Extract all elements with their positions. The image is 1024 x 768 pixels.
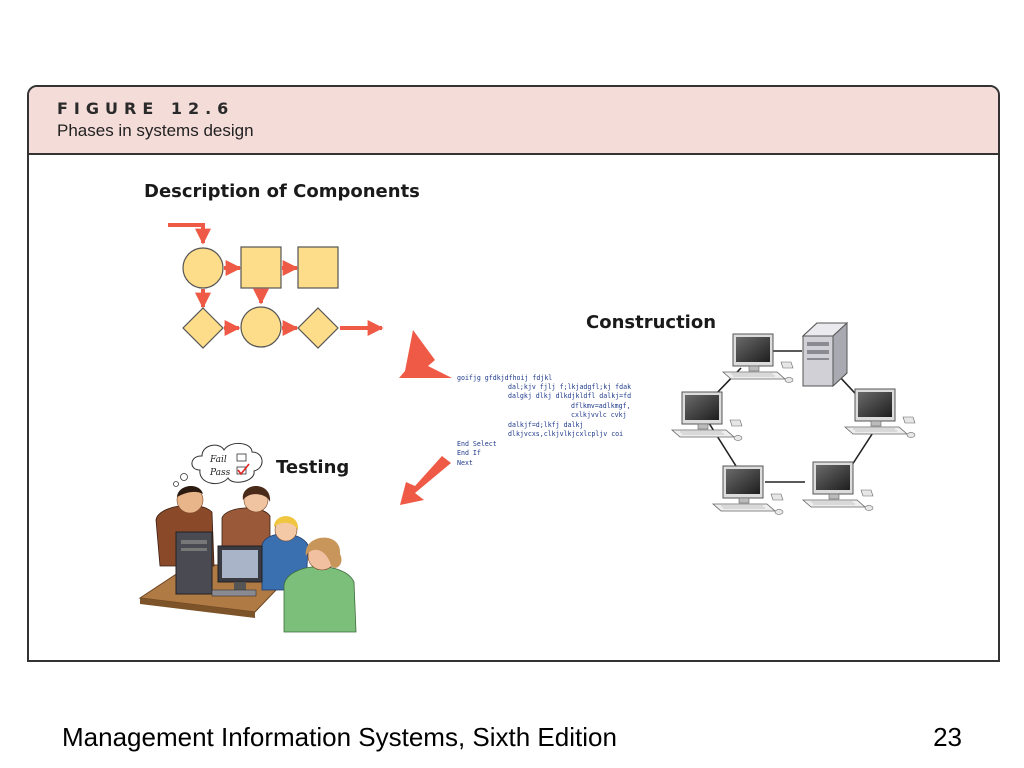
code-line: dalkjf=d;lkfj dalkj	[508, 421, 583, 429]
code-line: dal;kjv fjlj f;lkjadgfl;kj fdak	[508, 383, 631, 391]
components-label: Description of Components	[144, 181, 420, 202]
fail-checkbox	[236, 453, 247, 462]
figure-caption: Phases in systems design	[57, 121, 254, 140]
code-listing: goifjg gfdkjdfhoij fdjkl dal;kjv fjlj f;…	[457, 374, 631, 467]
phase-arrow-to-testing	[400, 456, 451, 505]
testing-team-illustration	[138, 486, 357, 633]
desktop-computer	[722, 333, 794, 383]
testing-label: Testing	[276, 457, 349, 478]
decision-diamond-node	[297, 307, 339, 349]
code-line: dalgkj dlkj dlkdjkldfl dalkj=fd	[508, 392, 631, 400]
fail-option-label: Fail	[209, 455, 227, 465]
process-square-node	[240, 246, 282, 289]
code-line: dflkmv=adlkmgf,	[571, 402, 631, 410]
desktop-computer	[712, 465, 784, 515]
thought-bubble: Fail Pass	[173, 443, 263, 487]
desktop-computer	[671, 391, 743, 441]
figure-number: FIGURE 12.6	[57, 99, 235, 118]
code-line: Next	[457, 459, 473, 467]
slide-page-number: 23	[933, 722, 962, 752]
figure-header: FIGURE 12.6 Phases in systems design	[29, 87, 998, 155]
process-square-node	[297, 246, 339, 289]
check-mark-icon	[237, 463, 250, 476]
construction-label: Construction	[586, 312, 716, 333]
code-line: cxlkjvvlc cvkj	[571, 411, 627, 419]
code-line: End If	[457, 449, 481, 457]
phase-arrow-to-construction	[399, 330, 452, 378]
network-illustration	[671, 321, 916, 515]
desktop-computer	[844, 388, 916, 438]
process-circle-node	[240, 306, 282, 348]
flow-arrow	[168, 223, 211, 245]
desktop-computer	[802, 461, 874, 511]
pass-option-label: Pass	[209, 468, 231, 478]
server-tower	[801, 321, 849, 388]
code-line: dlkjvcxs,clkjvlkjcxlcpljv coi	[508, 430, 623, 438]
component-flowchart	[168, 223, 384, 349]
process-circle-node	[182, 247, 224, 289]
code-line: End Select	[457, 440, 497, 448]
decision-diamond-node	[182, 307, 224, 349]
footer-book-title: Management Information Systems, Sixth Ed…	[62, 722, 617, 752]
code-line: goifjg gfdkjdfhoij fdjkl	[457, 374, 552, 382]
